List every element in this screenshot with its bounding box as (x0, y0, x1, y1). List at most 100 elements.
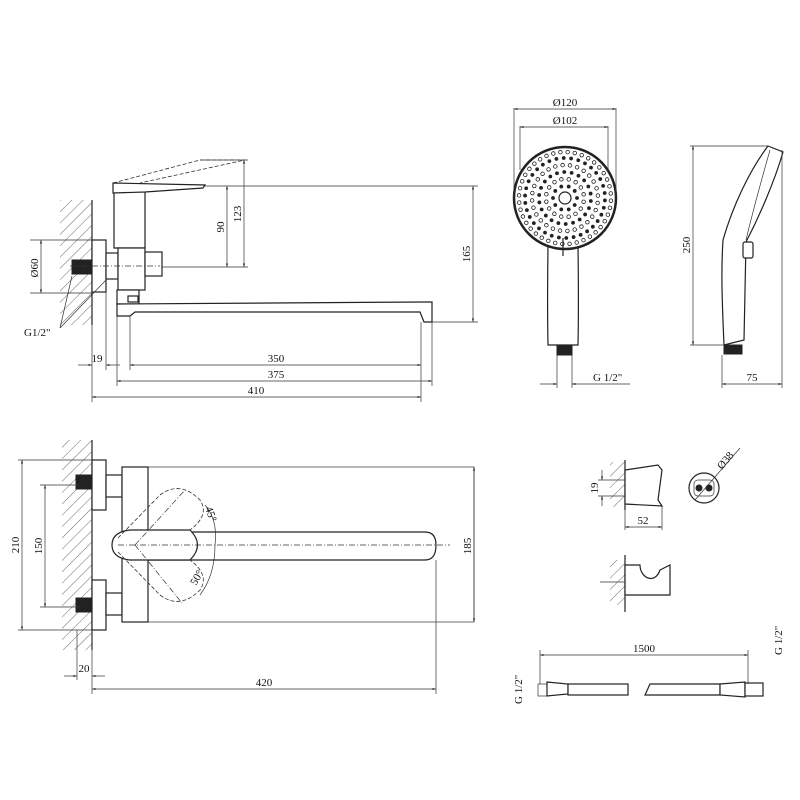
dim-210: 210 (10, 536, 22, 553)
nozzle (546, 238, 551, 244)
nozzle (608, 198, 614, 203)
nozzle (607, 184, 612, 189)
nozzle (532, 161, 537, 166)
nozzle (581, 199, 586, 204)
nozzle (567, 241, 572, 246)
nozzle (554, 157, 559, 161)
nozzle (544, 192, 549, 197)
nozzle (552, 211, 557, 216)
nozzle (586, 156, 591, 161)
holder-side (624, 464, 664, 507)
nozzle (587, 206, 591, 211)
nozzle (523, 172, 528, 177)
dim-thread: G 1/2" (593, 372, 622, 384)
nozzle (542, 179, 547, 184)
nozzle (556, 221, 561, 226)
dim-1500: 1500 (633, 643, 656, 655)
nozzle (534, 212, 539, 217)
nozzle (575, 196, 579, 200)
thread-left: G 1/2" (513, 675, 525, 704)
shower-hose: 1500 G 1/2" G 1/2" (513, 626, 785, 704)
nozzle (559, 214, 564, 219)
nozzle (549, 233, 554, 238)
nozzle (591, 160, 597, 165)
dim-diameter-102: Ø102 (553, 115, 577, 127)
nozzle (553, 240, 558, 246)
dim-diameter-120: Ø120 (553, 97, 578, 109)
nozzle (586, 184, 591, 189)
angle-50: 50° (188, 568, 206, 587)
nozzle (535, 167, 540, 172)
nozzle (588, 199, 593, 203)
nozzle (598, 224, 603, 230)
nozzle (577, 217, 582, 222)
spout (116, 301, 433, 323)
nozzle (579, 224, 584, 229)
nozzle (578, 232, 583, 237)
faucet-side-view: Ø60 G1/2" 90 123 165 19 350 375 410 (24, 159, 478, 402)
nozzle (524, 186, 529, 191)
hose-right (644, 683, 721, 696)
nozzle (555, 171, 559, 176)
nozzle (578, 185, 584, 190)
nozzle (582, 178, 587, 183)
nozzle (546, 167, 551, 172)
shower-side-body (721, 145, 784, 346)
nozzle (593, 230, 598, 235)
nozzle (565, 228, 570, 234)
nozzle-pattern (516, 149, 614, 247)
nozzle (597, 165, 602, 170)
angle-45: 45° (202, 505, 219, 524)
dim-52: 52 (638, 515, 649, 527)
nozzle (581, 168, 586, 173)
mixer-body (113, 189, 146, 249)
nozzle (566, 177, 571, 182)
nozzle (537, 226, 541, 231)
lever-handle (112, 182, 207, 194)
wall-holder: 19 52 Ø38 (589, 447, 741, 612)
nozzle (604, 177, 610, 182)
dim-375: 375 (268, 369, 285, 381)
dim-185: 185 (462, 537, 474, 554)
nozzle (578, 206, 583, 211)
nozzle (602, 219, 607, 224)
nozzle (539, 207, 544, 212)
shower-head-front: Ø120 Ø102 G 1/2" (512, 97, 630, 388)
nozzle (530, 190, 535, 196)
dim-350: 350 (268, 353, 285, 365)
nozzle (524, 220, 529, 226)
nozzle (585, 229, 590, 234)
nozzle (599, 212, 604, 217)
nozzle (517, 200, 522, 205)
nozzle (565, 149, 570, 155)
nozzle (567, 163, 573, 168)
dim-thread: G1/2" (24, 327, 51, 339)
nozzle (532, 183, 537, 189)
nozzle (581, 237, 586, 243)
nozzle (516, 193, 522, 198)
nozzle (569, 156, 574, 161)
dim-90: 90 (215, 221, 227, 233)
nozzle (537, 193, 542, 197)
nozzle (563, 222, 568, 226)
side-outlet (144, 251, 163, 277)
nozzle (558, 150, 563, 155)
shower-head-side: 250 75 (681, 145, 784, 388)
nozzle (585, 220, 590, 225)
nozzle (572, 189, 577, 193)
nozzle (550, 226, 556, 231)
nozzle (608, 191, 613, 196)
nozzle (566, 207, 571, 212)
nozzle (529, 198, 535, 203)
nozzle (523, 201, 528, 205)
dim-410: 410 (248, 385, 265, 397)
nozzle (607, 205, 613, 210)
nozzle (605, 212, 611, 217)
nozzle (595, 193, 601, 198)
nozzle (562, 170, 567, 174)
nozzle (544, 153, 549, 159)
nozzle (572, 203, 577, 207)
nozzle (564, 236, 569, 240)
nozzle (566, 214, 571, 219)
